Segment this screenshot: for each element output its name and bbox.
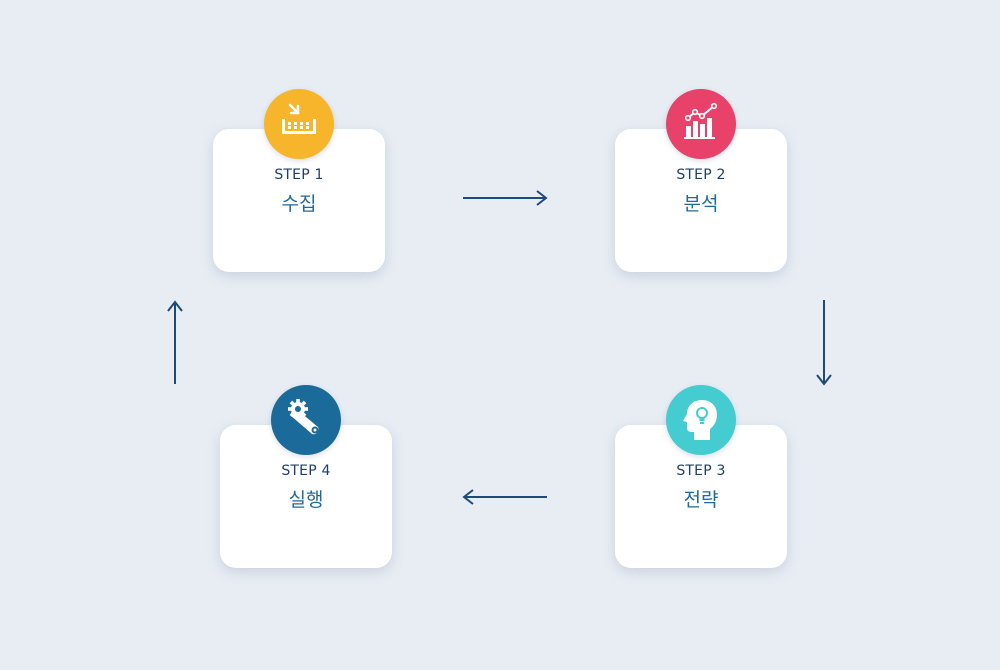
step-2-label: STEP 2 xyxy=(676,167,726,183)
step-3-title: 전략 xyxy=(683,489,719,511)
arrow-step3-to-step4 xyxy=(462,489,547,505)
arrow-step1-to-step2 xyxy=(463,190,548,206)
step-4-title: 실행 xyxy=(288,489,324,511)
arrow-step4-to-step1 xyxy=(167,300,183,384)
step-4-label: STEP 4 xyxy=(281,463,331,479)
arrow-step2-to-step3 xyxy=(816,300,832,386)
step-2-badge xyxy=(666,89,736,159)
step-4-badge xyxy=(271,385,341,455)
step-3-label: STEP 3 xyxy=(676,463,726,479)
step-1-label: STEP 1 xyxy=(274,167,324,183)
head-lightbulb-icon xyxy=(683,400,717,440)
bar-chart-trend-icon xyxy=(684,102,718,139)
step-2-title: 분석 xyxy=(683,193,719,215)
step-3-badge xyxy=(666,385,736,455)
step-1-title: 수집 xyxy=(281,193,317,215)
step-1-badge xyxy=(264,89,334,159)
gear-belt-icon xyxy=(288,399,319,435)
factory-import-icon xyxy=(282,103,316,134)
